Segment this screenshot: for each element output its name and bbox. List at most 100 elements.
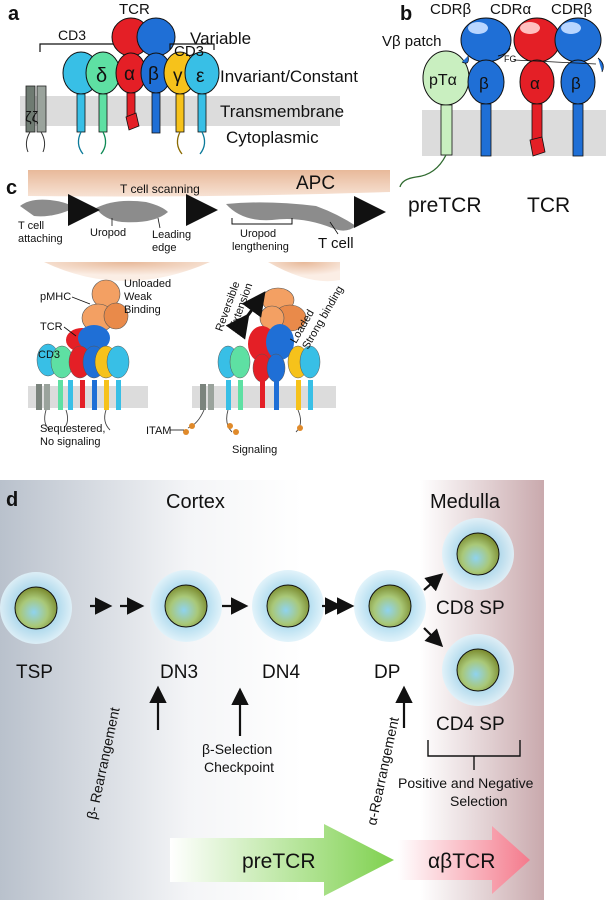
tcell-attaching-shape <box>20 199 74 217</box>
alpha-label: α <box>124 64 135 85</box>
tcr-complex: α β <box>513 17 604 157</box>
sequestered-line-1: Sequestered, <box>40 423 105 435</box>
apc-blob-left <box>44 262 210 281</box>
pretcr-complex: pTα β <box>399 17 512 188</box>
cell-cd4-sp <box>442 634 514 706</box>
beta-label: β <box>148 64 159 85</box>
panel-a: a CD3 ζζ δ <box>8 1 358 155</box>
cell-dn3 <box>150 570 222 642</box>
cd3-c-label: CD3 <box>38 349 60 361</box>
pmhc-leader <box>71 296 91 305</box>
leading-edge-line-2: edge <box>152 242 176 254</box>
pretcr-fat-arrow-label: preTCR <box>242 850 316 873</box>
tcr-complex-left <box>36 325 130 431</box>
leading-edge-line-1: Leading <box>152 229 191 241</box>
itam-label: ITAM <box>146 425 171 437</box>
pta-label: pTα <box>429 72 457 89</box>
panel-c: c APC T cell scanning T cell attaching U… <box>6 170 390 456</box>
stage-dn4: DN4 <box>262 662 300 683</box>
domain-label-cytoplasmic: Cytoplasmic <box>226 128 319 147</box>
tcr-beta-label: β <box>571 74 581 93</box>
checkpoint-line-1: β-Selection <box>202 741 272 757</box>
abtcr-fat-arrow-label: αβTCR <box>428 850 495 873</box>
cd3-left-bracket <box>39 43 121 52</box>
domain-label-transmembrane: Transmembrane <box>220 102 344 121</box>
abtcr-fat-arrow <box>398 826 530 894</box>
tcr-complex-right <box>183 324 321 435</box>
pretcr-label: preTCR <box>408 194 482 217</box>
arrow-dp-cd8 <box>423 573 444 592</box>
pmhc-label: pMHC <box>40 291 71 303</box>
cell-cd8-sp <box>442 518 514 590</box>
pmhc-left <box>81 279 129 333</box>
uropod-lengthening-line-2: lengthening <box>232 241 289 253</box>
stage-dp: DP <box>374 662 400 683</box>
uropod-lengthening-line-1: Uropod <box>240 228 276 240</box>
tcr-c-leader <box>63 326 77 337</box>
tcr-top-label: TCR <box>119 1 150 18</box>
stage-tsp: TSP <box>16 662 53 683</box>
apc-surface <box>28 170 390 197</box>
uropod-lengthening-bracket <box>231 218 293 225</box>
unloaded-line-1: Unloaded <box>124 278 171 290</box>
cd3-epsilon-right: ε <box>184 51 220 155</box>
tcr-c-label: TCR <box>40 321 63 333</box>
panel-d: d Cortex Medulla <box>0 480 544 900</box>
sequestered-line-2: No signaling <box>40 436 101 448</box>
tcr-alpha: α <box>111 17 151 131</box>
panel-a-letter: a <box>8 3 20 25</box>
tcr-label: TCR <box>527 194 570 217</box>
pretcr-fat-arrow <box>170 824 394 896</box>
cortex-background <box>0 480 420 900</box>
cell-dp <box>354 570 426 642</box>
tcr-alpha-label: α <box>530 74 540 93</box>
selection-line-1: Positive and Negative <box>398 775 534 791</box>
panel-d-letter: d <box>6 489 18 511</box>
fg-label: FG <box>504 54 517 64</box>
epsilon-label: ε <box>196 66 205 87</box>
vbeta-patch-label: Vβ patch <box>382 33 442 50</box>
cdr-beta-right-label: CDRβ <box>551 1 592 18</box>
cell-dn4 <box>252 570 324 642</box>
attaching-line-1: T cell <box>18 220 44 232</box>
zeta-label: ζζ <box>25 109 39 126</box>
cd3-right-bracket <box>169 43 215 50</box>
panel-b-letter: b <box>400 3 412 25</box>
uropod-label: Uropod <box>90 227 126 239</box>
arrow-dp-cd4 <box>423 627 444 648</box>
attaching-line-2: attaching <box>18 233 63 245</box>
medulla-label: Medulla <box>430 491 501 513</box>
cdr-alpha-label: CDRα <box>490 1 531 18</box>
stage-cd8-sp: CD8 SP <box>436 598 505 619</box>
selection-line-2: Selection <box>450 793 508 809</box>
stage-dn3: DN3 <box>160 662 198 683</box>
stage-cd4-sp: CD4 SP <box>436 714 505 735</box>
cortex-label: Cortex <box>166 491 225 513</box>
unloaded-line-3: Binding <box>124 304 161 316</box>
tcell-lengthening-shape <box>226 202 356 231</box>
panel-b: b CDRβ CDRα CDRβ Vβ patch pTα β α <box>382 1 606 217</box>
t-cell-leader <box>329 221 339 235</box>
cd3-right-label: CD3 <box>174 43 204 60</box>
leading-edge-leader <box>157 217 161 229</box>
cdr-beta-left-label: CDRβ <box>430 1 471 18</box>
domain-label-constant: Invariant/Constant <box>220 67 358 86</box>
unloaded-line-2: Weak <box>124 291 152 303</box>
pretcr-beta-label: β <box>479 74 489 93</box>
panel-c-letter: c <box>6 177 17 199</box>
gamma-label: γ <box>173 66 183 87</box>
domain-label-variable: Variable <box>190 29 251 48</box>
apc-label: APC <box>296 173 335 194</box>
cell-tsp <box>0 572 72 644</box>
tcell-uropod-shape <box>96 200 168 223</box>
apc-blob-right <box>268 262 340 282</box>
delta-label: δ <box>96 65 107 87</box>
signaling-label: Signaling <box>232 444 277 456</box>
scanning-label: T cell scanning <box>120 182 200 196</box>
cd3-left-label: CD3 <box>58 27 86 43</box>
tcr-beta: β <box>136 17 176 134</box>
reversible-arrow <box>225 291 266 340</box>
zeta-chains: ζζ <box>25 85 47 153</box>
checkpoint-line-2: Checkpoint <box>204 759 274 775</box>
